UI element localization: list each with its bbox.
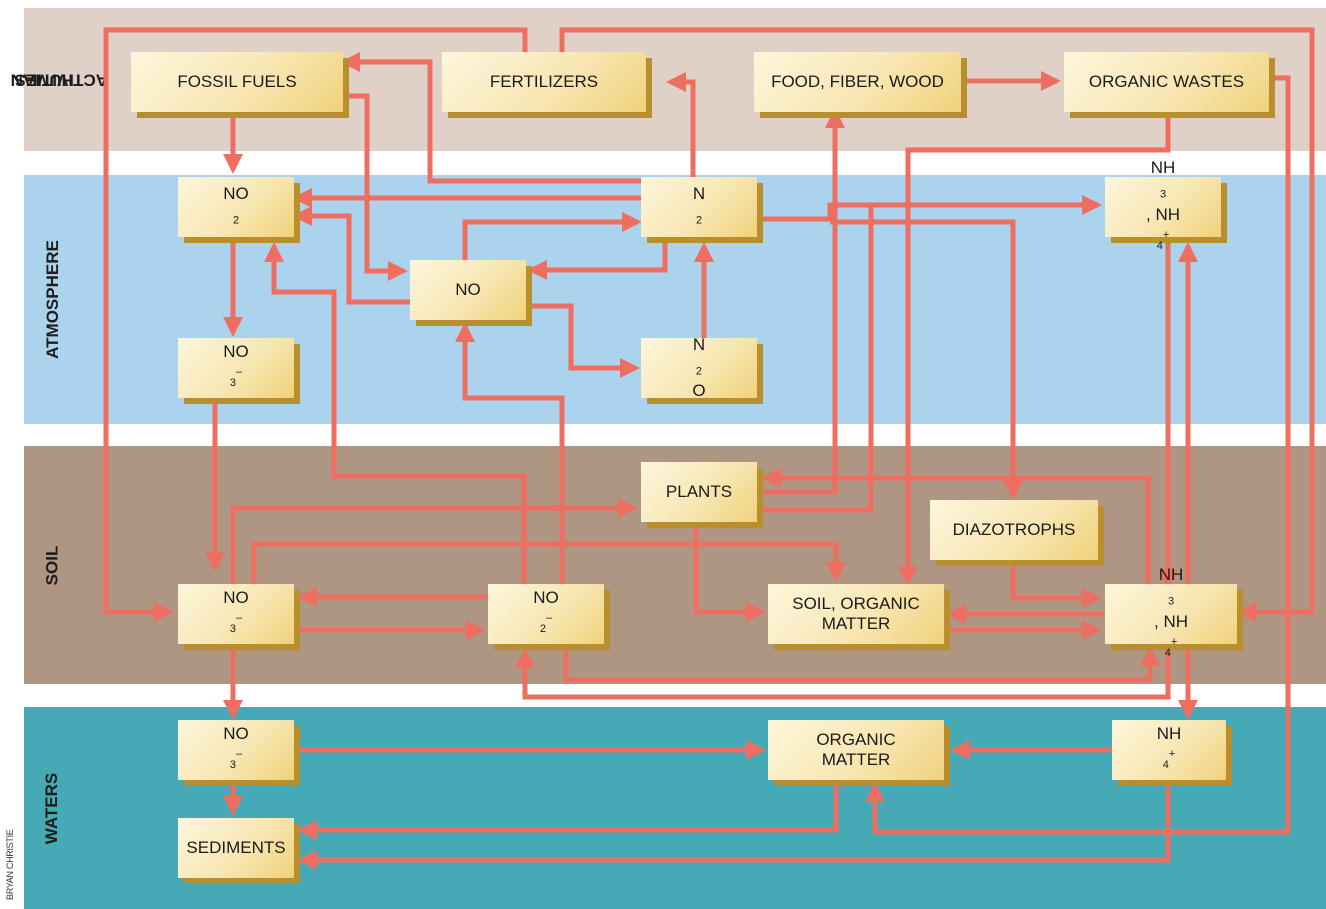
arrow-fossil-fuels-to-no bbox=[342, 93, 408, 281]
organic-wastes-box: ORGANIC WASTES bbox=[1064, 52, 1269, 112]
arrow-n2-to-fertilizers bbox=[666, 72, 696, 178]
arrow-plants-to-food bbox=[759, 108, 845, 495]
fertilizers-box: FERTILIZERS bbox=[442, 52, 646, 112]
diazotrophs-box: DIAZOTROPHS bbox=[930, 500, 1098, 560]
arrow-n2-to-fossil-fuels bbox=[340, 52, 642, 184]
arrow-diazotrophs-to-soil-nh3 bbox=[1010, 566, 1102, 608]
arrow-plants-to-soil-om bbox=[693, 523, 766, 622]
arrow-organic-wastes-to-soil-om bbox=[898, 112, 1171, 586]
arrow-fertilizers-to-soil-no3 bbox=[103, 27, 528, 622]
arrow-water-om-to-sediments bbox=[297, 782, 839, 840]
arrow-soil-no2-to-atm-no2 bbox=[264, 242, 527, 586]
arrow-no-to-n2 bbox=[462, 212, 642, 260]
fossil-fuels-box: FOSSIL FUELS bbox=[131, 52, 343, 112]
arrow-n2-to-atm-nh3 bbox=[759, 195, 1102, 222]
arrow-soil-no3-to-soil-om bbox=[251, 541, 846, 586]
arrow-soil-no2-to-soil-nh3 bbox=[563, 646, 1160, 683]
arrow-soil-nh3-to-soil-no2 bbox=[515, 646, 1171, 700]
soil-organic-matter-box: SOIL, ORGANIC MATTER bbox=[768, 584, 944, 644]
arrow-plants-to-atm-nh3 bbox=[759, 205, 874, 513]
water-organic-matter-box: ORGANIC MATTER bbox=[768, 720, 944, 780]
arrow-no-to-no2 bbox=[292, 206, 410, 305]
plants-box: PLANTS bbox=[641, 462, 757, 522]
arrow-n2-to-no bbox=[527, 238, 668, 280]
atm-no-box: NO bbox=[410, 260, 526, 320]
food-fiber-wood-box: FOOD, FIBER, WOOD bbox=[754, 52, 961, 112]
arrow-soil-no3-to-plants bbox=[230, 498, 638, 586]
sediments-box: SEDIMENTS bbox=[178, 818, 294, 878]
arrow-soil-nh3-to-plants bbox=[761, 468, 1151, 586]
arrow-n2-to-diazotrophs bbox=[830, 219, 1023, 500]
arrow-water-nh4-to-sediments bbox=[297, 780, 1171, 870]
arrow-organic-wastes-to-water-om bbox=[865, 75, 1291, 835]
arrow-no-to-n2o bbox=[528, 303, 640, 378]
arrow-soil-no2-to-no bbox=[455, 322, 565, 586]
